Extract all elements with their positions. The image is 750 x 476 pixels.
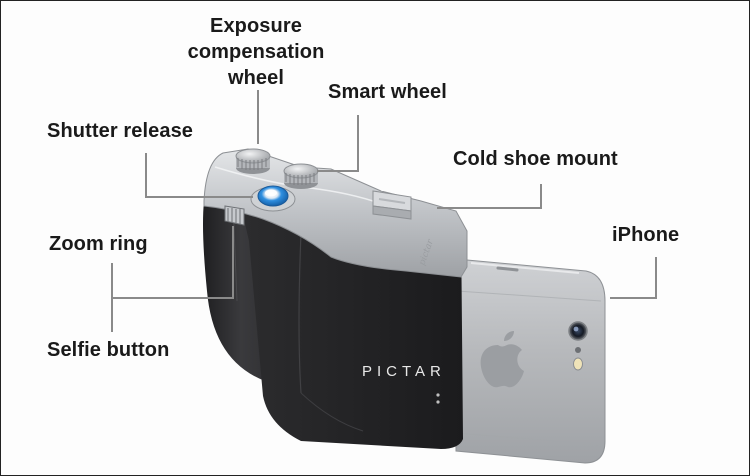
exposure-compensation-wheel-icon bbox=[235, 148, 271, 174]
iphone bbox=[455, 258, 606, 464]
svg-text:PICTAR: PICTAR bbox=[362, 363, 446, 380]
iphone-flash-icon bbox=[573, 357, 583, 371]
label-zoom-ring: Zoom ring bbox=[49, 233, 148, 255]
pictar-top-body bbox=[203, 148, 468, 278]
leader-iphone bbox=[610, 257, 657, 299]
label-shutter-release: Shutter release bbox=[47, 120, 194, 142]
leader-shutter bbox=[145, 153, 253, 198]
label-exposure-line2: compensation bbox=[187, 41, 325, 63]
shutter-release-button-icon bbox=[250, 185, 296, 212]
apple-logo-icon bbox=[480, 331, 524, 388]
label-smart-wheel: Smart wheel bbox=[328, 81, 447, 103]
label-exposure-compensation-wheel: Exposure compensation wheel bbox=[176, 13, 336, 91]
label-exposure-line3: wheel bbox=[227, 67, 285, 89]
leader-smart-wheel bbox=[317, 115, 359, 172]
pictar-brand-logo: PICTAR bbox=[362, 363, 446, 404]
iphone-mic-icon bbox=[575, 347, 581, 353]
cold-shoe-mount bbox=[372, 190, 412, 220]
smart-wheel-icon bbox=[283, 163, 319, 189]
leader-lines bbox=[111, 90, 657, 332]
iphone-camera-lens-icon bbox=[568, 321, 588, 341]
label-cold-shoe-mount: Cold shoe mount bbox=[453, 148, 618, 170]
leader-cold-shoe bbox=[437, 184, 542, 209]
leader-zoom-ring bbox=[111, 226, 234, 299]
zoom-ring-icon bbox=[224, 205, 245, 226]
label-iphone: iPhone bbox=[612, 224, 680, 246]
label-exposure-line1: Exposure bbox=[210, 15, 302, 37]
label-selfie-button: Selfie button bbox=[47, 339, 170, 361]
